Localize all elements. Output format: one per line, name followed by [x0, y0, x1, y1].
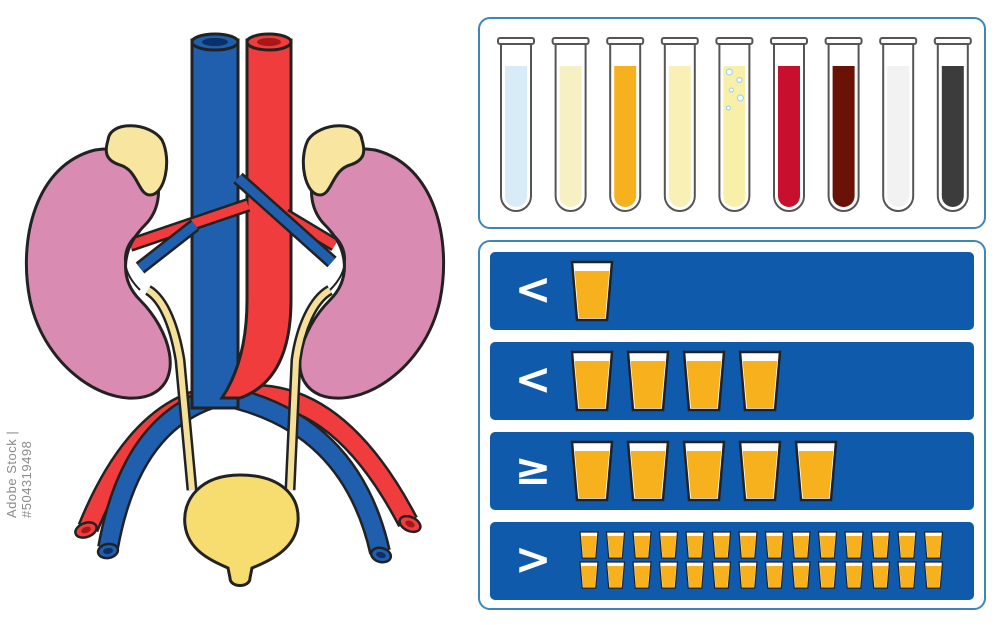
cup-icon	[738, 350, 782, 412]
cup-icon	[711, 531, 732, 559]
adrenal-glands	[104, 124, 366, 197]
cup-icon	[658, 561, 679, 589]
test-tube-amber	[606, 37, 645, 212]
cup-icon	[738, 440, 782, 502]
cup-icon	[791, 561, 811, 589]
cup-icon	[764, 531, 785, 559]
cup-icon	[764, 561, 785, 589]
tube-liquid	[614, 66, 637, 208]
tube-liquid	[887, 66, 910, 208]
comparison-symbol: <	[514, 354, 552, 405]
cup-icon	[605, 561, 626, 589]
cup-icon	[817, 531, 838, 559]
cup-icon	[791, 531, 811, 559]
watermark-text: Adobe Stock | #504319498	[4, 430, 34, 518]
intake-row-4: >	[490, 522, 974, 600]
tube-liquid	[668, 66, 691, 208]
urine-tubes	[497, 37, 972, 212]
cups-group	[570, 350, 782, 412]
right-kidney	[298, 147, 446, 400]
cups-group	[579, 531, 944, 589]
comparison-symbol: >	[514, 534, 552, 585]
cup-icon	[632, 561, 652, 589]
cup-icon	[738, 561, 758, 589]
cup-icon	[844, 531, 864, 559]
intake-row-3: ≥	[490, 432, 974, 510]
cup-icon	[738, 531, 758, 559]
test-tube-dark-brown	[824, 37, 863, 212]
cups-group	[570, 260, 614, 322]
intake-row-1: <	[490, 252, 974, 330]
cup-icon	[897, 531, 917, 559]
tube-liquid	[559, 66, 582, 207]
cup-icon	[817, 561, 838, 589]
tube-liquid	[832, 66, 855, 208]
test-tube-light-yellow	[660, 37, 699, 212]
bubble	[728, 87, 734, 93]
ureters	[144, 285, 334, 491]
cup-icon	[870, 561, 891, 589]
intake-row-2: <	[490, 342, 974, 420]
test-tube-dark-gray	[933, 37, 972, 212]
cup-icon	[685, 561, 705, 589]
cup-icon	[897, 561, 917, 589]
bubble	[725, 68, 733, 76]
cup-icon	[579, 531, 599, 559]
cup-icon	[923, 531, 944, 559]
tube-liquid	[723, 66, 746, 208]
aorta	[219, 32, 293, 400]
bubble	[736, 94, 744, 102]
cup-icon	[626, 440, 670, 502]
test-tube-pale-yellow	[551, 37, 590, 212]
comparison-symbol: <	[514, 264, 552, 315]
comparison-symbol: ≥	[514, 444, 552, 495]
urine-color-panel	[478, 17, 986, 229]
cup-icon	[579, 561, 599, 589]
cup-icon	[923, 561, 944, 589]
test-tube-cloudy-white	[879, 37, 918, 212]
tube-liquid	[505, 66, 527, 207]
bladder	[183, 473, 300, 587]
bubble	[725, 105, 731, 111]
cup-icon	[626, 350, 670, 412]
renal-vessels	[127, 172, 339, 274]
cup-icon	[605, 531, 626, 559]
water-intake-panel: < < ≥ >	[478, 240, 986, 610]
cup-icon	[682, 350, 726, 412]
cup-icon	[570, 260, 614, 322]
bubble	[736, 76, 743, 84]
test-tube-red	[770, 37, 808, 212]
tube-liquid	[941, 66, 964, 208]
test-tube-pale-blue	[497, 37, 535, 212]
left-kidney	[24, 147, 172, 400]
urinary-system-illustration	[24, 32, 446, 587]
cup-icon	[711, 561, 732, 589]
cups-group	[570, 440, 838, 502]
cup-icon	[870, 531, 891, 559]
cup-icon	[685, 531, 705, 559]
cup-icon	[570, 440, 614, 502]
cup-icon	[570, 350, 614, 412]
cup-icon	[844, 561, 864, 589]
cup-icon	[632, 531, 652, 559]
cup-icon	[682, 440, 726, 502]
cup-icon	[658, 531, 679, 559]
tube-liquid	[778, 66, 800, 207]
test-tube-foamy-yellow	[715, 37, 754, 212]
cup-icon	[794, 440, 838, 502]
